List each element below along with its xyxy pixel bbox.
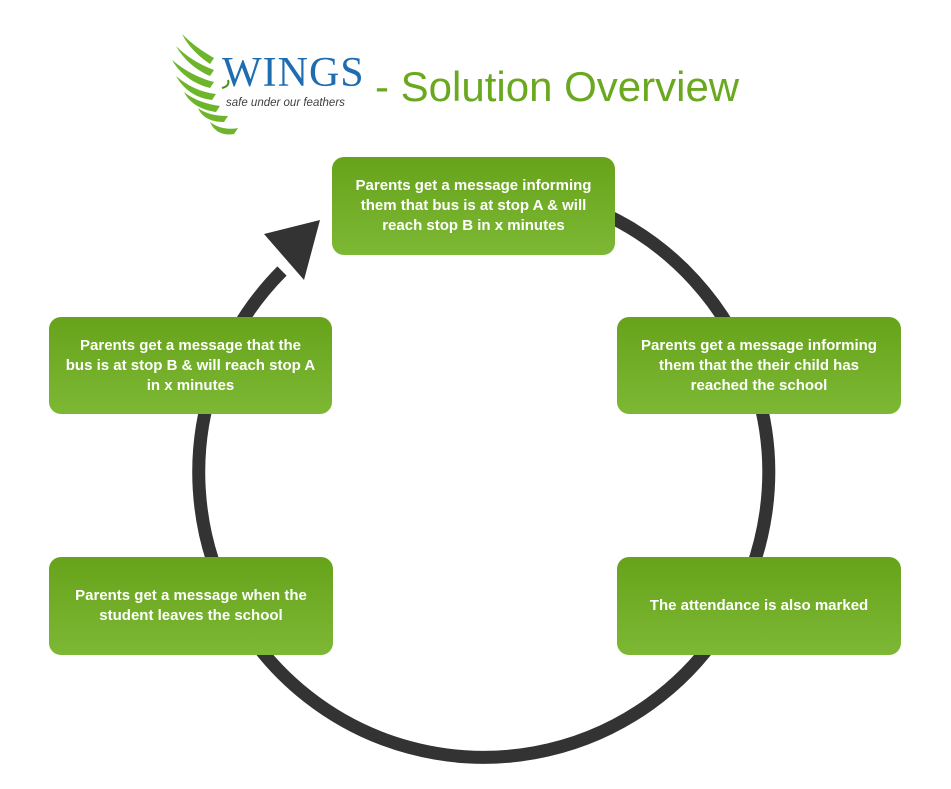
step-box-child-reached-school: Parents get a message informing them tha… (617, 317, 901, 414)
step-box-attendance-marked: The attendance is also marked (617, 557, 901, 655)
cycle-arrowhead (264, 220, 320, 280)
wings-logo: WINGS safe under our feathers (170, 28, 364, 140)
step-box-student-leaves-school: Parents get a message when the student l… (49, 557, 333, 655)
header: WINGS safe under our feathers - Solution… (170, 28, 790, 143)
logo-wordmark: WINGS (222, 50, 365, 96)
step-box-bus-at-stop-b: Parents get a message that the bus is at… (49, 317, 332, 414)
wing-icon (172, 34, 238, 135)
cycle-arc (192, 207, 776, 764)
page-title: - Solution Overview (375, 63, 740, 110)
logo-tagline: safe under our feathers (226, 97, 345, 109)
step-box-bus-at-stop-a: Parents get a message informing them tha… (332, 157, 615, 255)
